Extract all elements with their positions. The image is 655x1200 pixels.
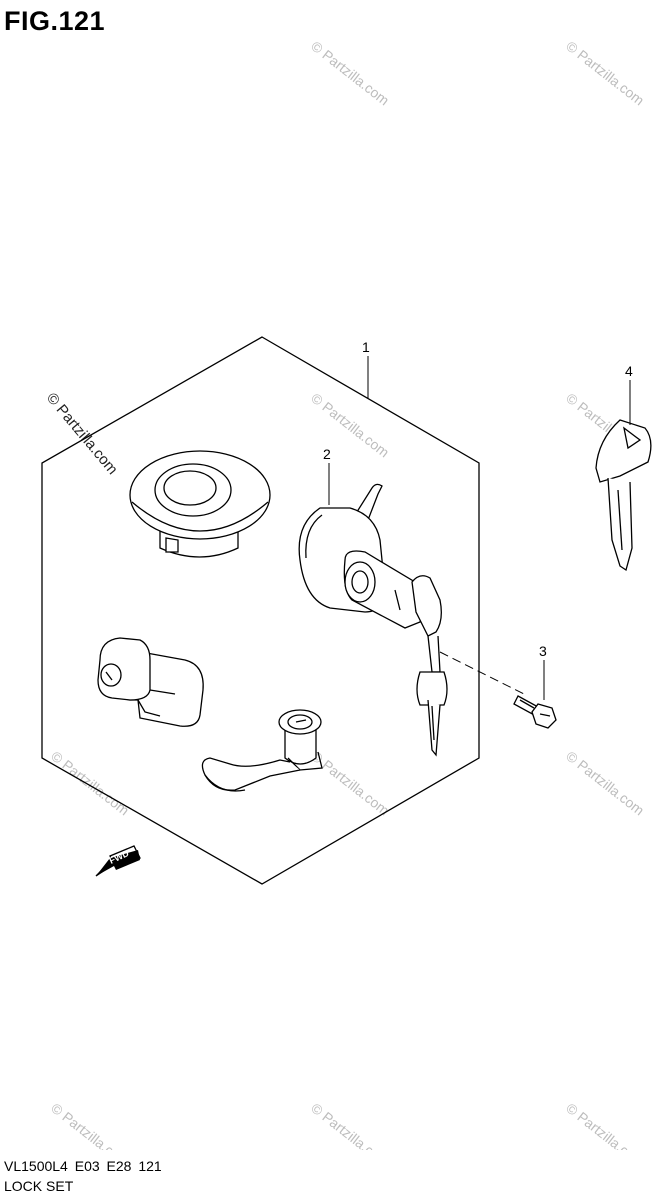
bolt-part (513, 695, 557, 729)
blank-key-part (595, 419, 652, 572)
seat-lock-part (97, 637, 204, 727)
watermark-text: © Partzilla.com (48, 1100, 132, 1150)
footer-section-name: LOCK SET (4, 1178, 74, 1194)
watermark-text: © Partzilla.com (308, 38, 392, 109)
watermark-text-dark: © Partzilla.com (43, 390, 121, 478)
callout-3-number: 3 (539, 643, 547, 659)
assembly-dashed-line (439, 651, 527, 696)
parts-diagram: © Partzilla.com © Partzilla.com © Partzi… (41, 38, 652, 1150)
lock-set-hexagon (41, 336, 480, 885)
callout-2-number: 2 (323, 446, 331, 462)
watermark-text: © Partzilla.com (308, 390, 392, 461)
steering-lock-part (298, 483, 426, 629)
watermark-text: © Partzilla.com (563, 38, 647, 109)
watermark-text: © Partzilla.com (563, 748, 647, 819)
watermark-text: © Partzilla.com (48, 748, 132, 819)
helmet-lock-part (201, 709, 323, 792)
watermark-text: © Partzilla.com (563, 1100, 647, 1150)
forward-arrow-icon: FWD (95, 845, 141, 877)
callout-1-number: 1 (362, 339, 370, 355)
figure-title: FIG.121 (4, 6, 106, 36)
callout-4-number: 4 (625, 363, 633, 379)
footer-model-code: VL1500L4 E03 E28 121 (4, 1158, 162, 1174)
fuel-cap-part (129, 450, 271, 558)
key-set-part (411, 575, 448, 757)
watermark-text: © Partzilla.com (308, 1100, 392, 1150)
watermark-text: © Partzilla.com (308, 748, 392, 819)
